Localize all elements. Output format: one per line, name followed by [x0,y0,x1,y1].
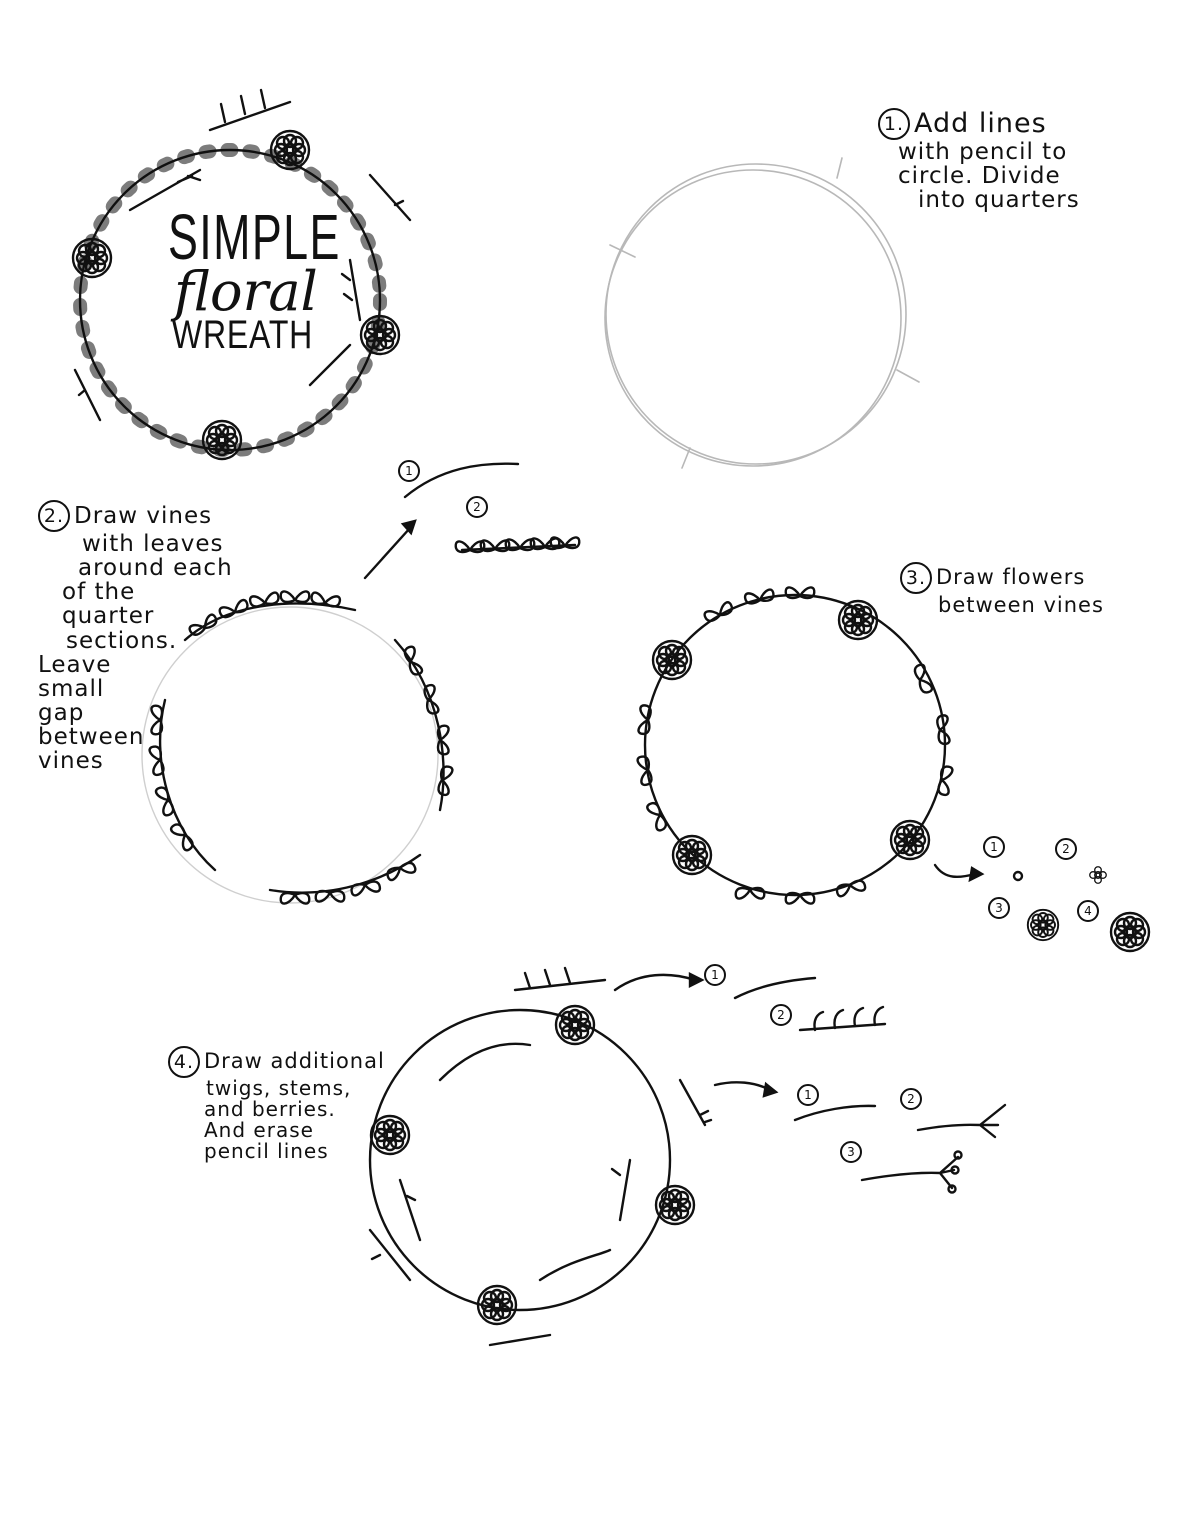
step-3-substep-2: 2 [1055,838,1077,860]
step-3-number: 3. [900,562,932,594]
step-2-line-5: quarter [62,603,155,630]
step-4-line-4: And erase [204,1118,314,1142]
title-wreath-drawing [71,88,412,461]
step-2-line-2: with leaves [82,531,224,557]
step-4-instructions: 4.Draw additional twigs, stems, and berr… [168,1046,438,1162]
step-1-line-3: circle. Divide [898,163,1061,190]
step-4-line-5: pencil lines [204,1139,329,1163]
step-2-line-3: around each [78,555,233,582]
step-2-number: 2. [38,500,70,532]
step-2-line-6: sections. [66,627,178,654]
step-4b-substep-3: 3 [840,1141,862,1163]
step-2-line-7: Leave [38,651,112,678]
step-3-substep-3: 3 [988,897,1010,919]
step-2-substep-1: 1 [398,460,420,482]
step-2-line-11: vines [38,748,104,775]
step-4b-substep-1: 1 [797,1084,819,1106]
flower-wreath-drawing [635,586,1151,953]
step-3-line-2: between vines [938,593,1104,617]
step-1-line-4: into quarters [918,187,1080,214]
step-2-instructions: 2.Draw vines with leaves around each of … [38,500,298,773]
step-3-substep-4: 4 [1077,900,1099,922]
step-2-line-8: small [38,675,105,702]
title-block: SIMPLE floral WREATH [168,200,341,358]
step-1-line-1: Add lines [914,107,1047,139]
step-2-line-4: of the [62,579,136,606]
step-1-line-2: with pencil to [898,139,1068,165]
title-line-wreath: WREATH [172,313,314,357]
step-4a-substep-1: 1 [704,964,726,986]
step-4-line-3: and berries. [204,1097,336,1121]
step-4b-substep-2: 2 [900,1088,922,1110]
step-4-line-2: twigs, stems, [206,1076,352,1100]
vine-wreath-drawing [141,462,581,905]
step-4a-substep-2: 2 [770,1004,792,1026]
final-wreath-drawing [368,966,1007,1347]
step-2-line-9: gap [38,699,85,726]
step-4-number: 4. [168,1046,200,1078]
step-2-line-1: Draw vines [74,502,213,529]
step-1-number: 1. [878,108,910,140]
step-2-line-10: between [38,724,145,751]
step-3-instructions: 3.Draw flowers between vines [900,562,1160,616]
step-3-substep-1: 1 [983,836,1005,858]
step-2-substep-2: 2 [466,496,488,518]
step-3-line-1: Draw flowers [936,565,1086,589]
title-line-floral: floral [174,260,318,323]
step-1-instructions: 1.Add lines with pencil to circle. Divid… [878,108,1158,212]
step-4-line-1: Draw additional [204,1049,385,1073]
title-line-simple: SIMPLE [168,201,341,273]
pencil-circle-drawing [604,157,920,469]
